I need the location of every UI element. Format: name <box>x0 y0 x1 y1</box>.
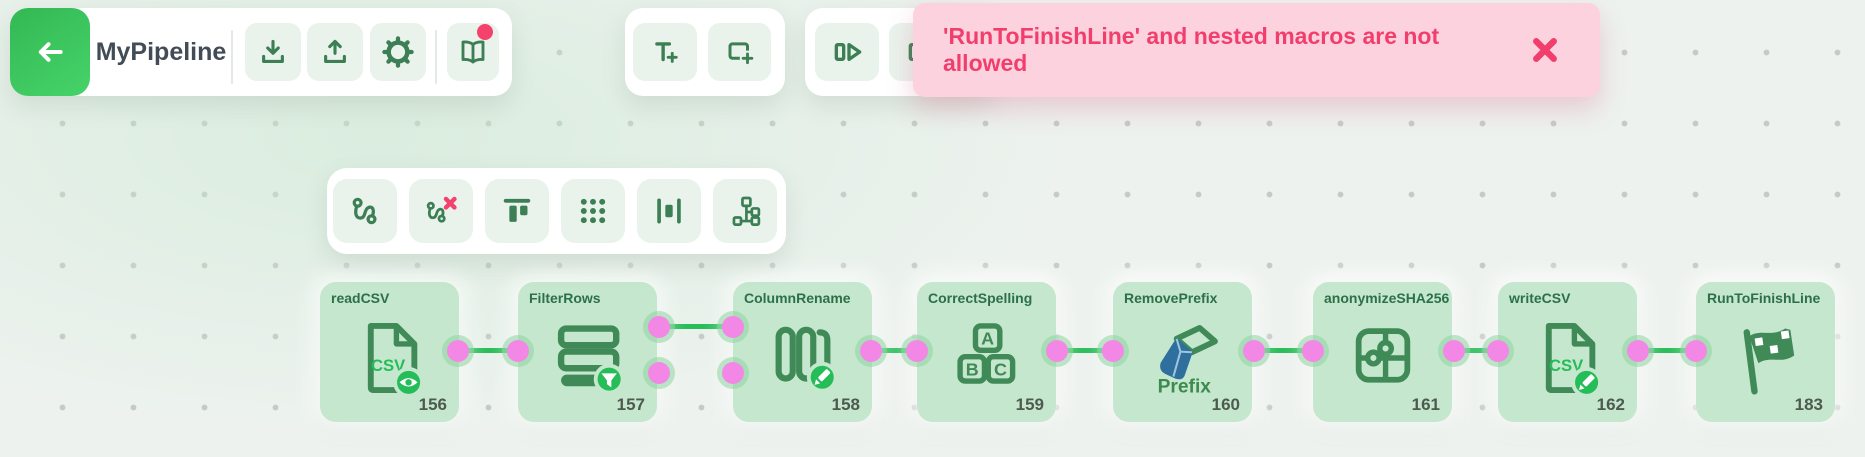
node-columnrename[interactable]: ColumnRename 158 <box>733 282 872 422</box>
open-book-icon <box>461 40 485 64</box>
step-run-icon <box>834 43 862 61</box>
node-removeprefix[interactable]: RemovePrefix Prefix 160 <box>1113 282 1252 422</box>
add-text-icon <box>655 42 678 63</box>
insert-toolbar <box>625 8 785 96</box>
back-button[interactable] <box>10 8 90 96</box>
port-in-anonymizesha256[interactable] <box>1302 340 1324 362</box>
svg-text:B: B <box>965 359 978 379</box>
port-out-filterrows-2[interactable] <box>648 362 670 384</box>
back-arrow-icon <box>38 42 63 62</box>
svg-text:Prefix: Prefix <box>1157 377 1211 398</box>
port-in-filterrows[interactable] <box>507 340 529 362</box>
svg-text:A: A <box>981 329 994 349</box>
port-in-columnrename-1[interactable] <box>722 316 744 338</box>
step-run-button[interactable] <box>815 23 879 81</box>
add-frame-icon <box>728 42 755 67</box>
page-title: MyPipeline <box>95 38 227 66</box>
node-number: 156 <box>418 395 447 414</box>
close-icon <box>1533 38 1557 62</box>
port-out-filterrows-1[interactable] <box>648 316 670 338</box>
node-readcsv[interactable]: readCSV CSV 156 <box>320 282 459 422</box>
toolbar-divider <box>435 30 437 84</box>
node-runtofinishline[interactable]: RunToFinishLine 183 <box>1696 282 1835 422</box>
port-out-readcsv[interactable] <box>447 340 469 362</box>
align-top-button[interactable] <box>485 179 549 243</box>
main-toolbar: MyPipeline <box>10 8 512 96</box>
distribute-button[interactable] <box>637 179 701 243</box>
add-text-button[interactable] <box>633 23 697 81</box>
port-in-writecsv[interactable] <box>1487 340 1509 362</box>
tree-layout-icon <box>732 196 761 226</box>
error-toast: 'RunToFinishLine' and nested macros are … <box>913 3 1600 97</box>
port-out-columnrename[interactable] <box>860 340 882 362</box>
upload-button[interactable] <box>307 23 363 81</box>
node-number: 162 <box>1596 395 1625 414</box>
port-in-removeprefix[interactable] <box>1102 340 1124 362</box>
node-number: 158 <box>831 395 860 414</box>
port-out-correctspelling[interactable] <box>1046 340 1068 362</box>
distribute-horizontal-icon <box>657 198 681 224</box>
add-frame-button[interactable] <box>708 23 771 81</box>
download-button[interactable] <box>245 23 301 81</box>
node-number: 159 <box>1015 395 1044 414</box>
gear-icon <box>382 36 414 68</box>
node-number: 157 <box>616 395 645 414</box>
route-button[interactable] <box>333 179 397 243</box>
grid-button[interactable] <box>561 179 625 243</box>
node-filterrows[interactable]: FilterRows 157 <box>518 282 657 422</box>
svg-text:C: C <box>993 359 1006 379</box>
port-in-columnrename-2[interactable] <box>722 362 744 384</box>
node-number: 183 <box>1794 395 1823 414</box>
route-delete-button[interactable] <box>409 179 473 243</box>
route-icon <box>352 197 377 225</box>
auto-layout-button[interactable] <box>713 179 777 243</box>
toolbar-divider <box>231 30 233 84</box>
node-number: 160 <box>1211 395 1240 414</box>
arrange-toolbar <box>327 168 786 254</box>
notification-dot <box>477 24 493 40</box>
align-top-icon <box>503 198 531 222</box>
port-out-anonymizesha256[interactable] <box>1443 340 1465 362</box>
error-message: 'RunToFinishLine' and nested macros are … <box>943 23 1440 76</box>
port-out-writecsv[interactable] <box>1627 340 1649 362</box>
grid-dots-icon <box>580 198 606 224</box>
route-delete-icon <box>426 196 457 223</box>
download-icon <box>262 39 284 63</box>
node-number: 161 <box>1411 395 1440 414</box>
port-in-correctspelling[interactable] <box>906 340 928 362</box>
node-writecsv[interactable]: writeCSV CSV 162 <box>1498 282 1637 422</box>
port-out-removeprefix[interactable] <box>1243 340 1265 362</box>
toast-close-button[interactable] <box>1528 33 1562 67</box>
node-correctspelling[interactable]: CorrectSpelling A B C 159 <box>917 282 1056 422</box>
settings-button[interactable] <box>370 23 426 81</box>
port-in-runtofinishline[interactable] <box>1685 340 1707 362</box>
node-anonymizesha256[interactable]: anonymizeSHA256 161 <box>1313 282 1452 422</box>
upload-icon <box>324 39 346 63</box>
